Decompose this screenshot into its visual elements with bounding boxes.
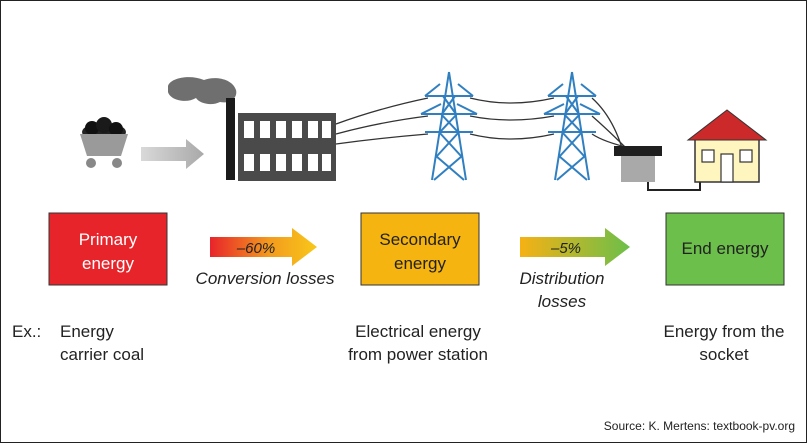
distribution-losses-label-2: losses <box>538 292 587 311</box>
secondary-energy-label-2: energy <box>394 254 446 273</box>
secondary-energy-box: Secondary energy <box>360 212 480 286</box>
house-icon <box>686 109 768 183</box>
example-station-line-2: from power station <box>348 345 488 364</box>
example-coal-line-2: carrier coal <box>60 345 144 364</box>
coal-cart-icon <box>80 117 128 168</box>
power-lines <box>335 97 631 149</box>
primary-energy-box: Primary energy <box>48 212 168 286</box>
conversion-losses-label: Conversion losses <box>196 269 335 288</box>
end-energy-box: End energy <box>665 212 785 286</box>
end-energy-label: End energy <box>682 239 769 258</box>
transmission-tower-icon <box>543 71 601 181</box>
source-credit: Source: K. Mertens: textbook-pv.org <box>604 419 795 433</box>
primary-energy-label-1: Primary <box>79 230 138 249</box>
transport-arrow-icon <box>141 139 204 169</box>
example-station-line-1: Electrical energy <box>355 322 481 341</box>
example-prefix: Ex.: <box>12 322 41 341</box>
conversion-loss-arrow: –60% <box>210 228 317 266</box>
secondary-energy-label-1: Secondary <box>379 230 461 249</box>
conversion-loss-percent: –60% <box>236 240 275 257</box>
example-socket-line-1: Energy from the <box>664 322 785 341</box>
transmission-tower-icon <box>420 71 478 181</box>
distribution-losses-label-1: Distribution <box>519 269 604 288</box>
power-plant-icon <box>168 77 336 181</box>
example-socket-line-2: socket <box>699 345 748 364</box>
transformer-icon <box>614 146 701 191</box>
primary-energy-label-2: energy <box>82 254 134 273</box>
distribution-loss-percent: –5% <box>550 240 581 257</box>
example-coal-line-1: Energy <box>60 322 114 341</box>
distribution-loss-arrow: –5% <box>520 228 630 266</box>
